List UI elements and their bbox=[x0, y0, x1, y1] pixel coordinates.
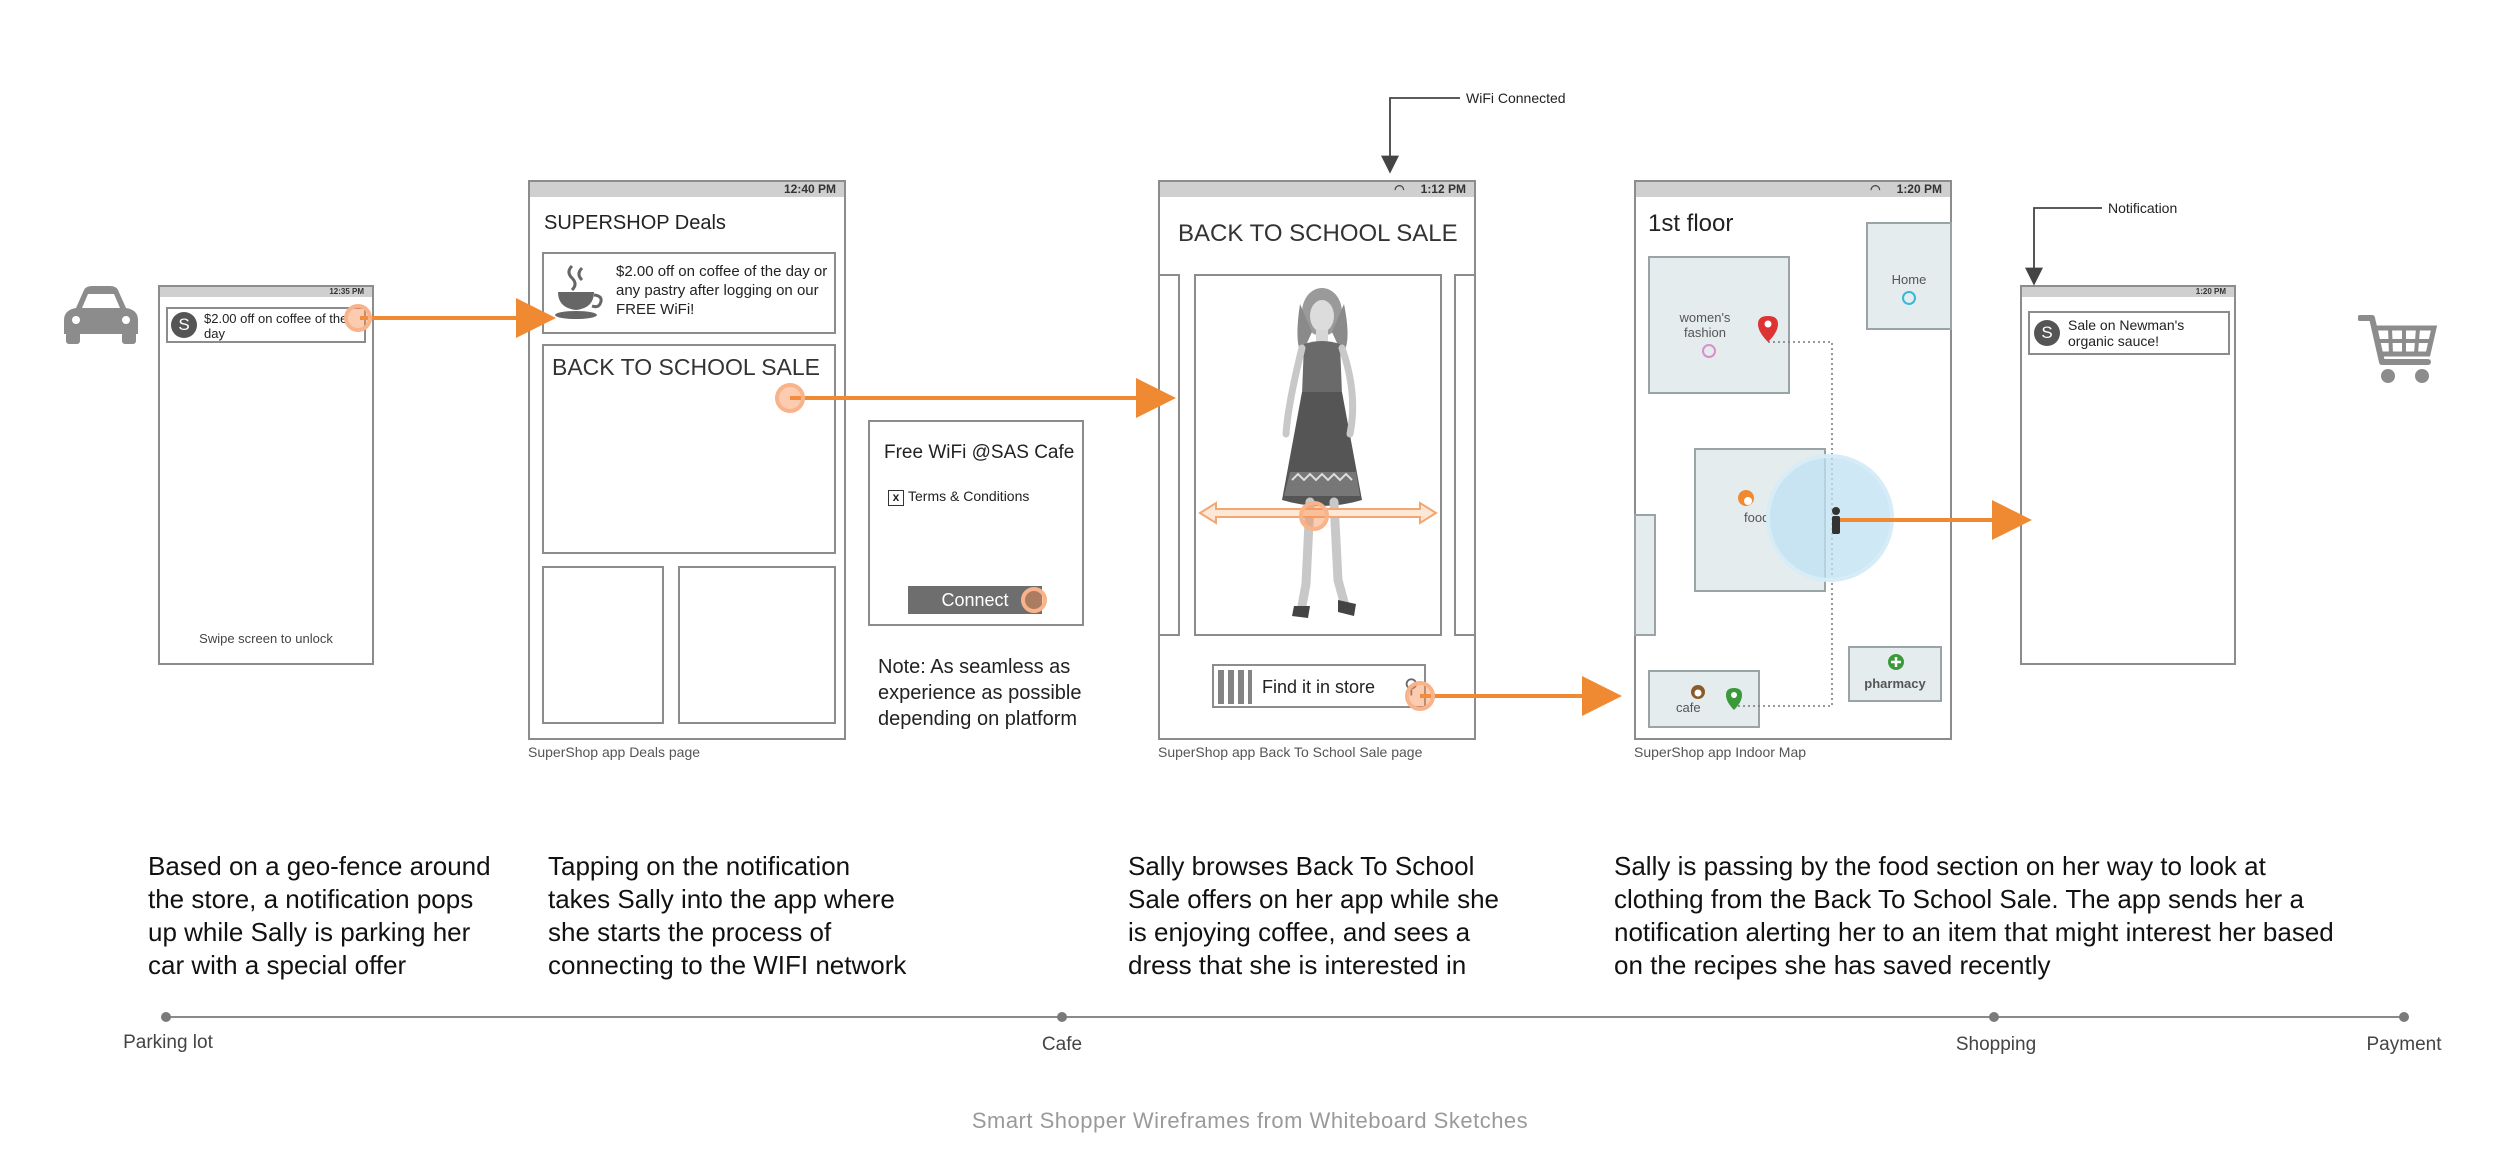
sale-caption: SuperShop app Back To School Sale page bbox=[1158, 744, 1423, 760]
car-icon bbox=[64, 286, 138, 344]
push-notification[interactable]: S Sale on Newman's organic sauce! bbox=[2028, 311, 2230, 355]
lock-hint: Swipe screen to unlock bbox=[199, 631, 333, 646]
zone-home[interactable]: Home bbox=[1866, 222, 1952, 330]
avatar: S bbox=[2034, 320, 2060, 346]
notification-text: $2.00 off on coffee of the day bbox=[204, 311, 348, 341]
zone-womens-label: women's fashion bbox=[1679, 310, 1731, 340]
floor-title: 1st floor bbox=[1648, 210, 1734, 237]
status-time: 1:12 PM bbox=[1420, 182, 1466, 196]
notification-text: Sale on Newman's organic sauce! bbox=[2068, 317, 2185, 349]
location-pin-icon bbox=[1726, 316, 1778, 710]
shopping-cart-icon bbox=[2358, 315, 2438, 383]
sale-banner[interactable]: BACK TO SCHOOL SALE bbox=[542, 344, 836, 554]
footer-title: Smart Shopper Wireframes from Whiteboard… bbox=[971, 1108, 1529, 1133]
timeline-label-payment: Payment bbox=[2366, 1034, 2442, 1055]
zone-home-label: Home bbox=[1891, 272, 1927, 287]
story-tapping: Tapping on the notification takes Sally … bbox=[548, 851, 907, 980]
coffee-offer-card[interactable]: $2.00 off on coffee of the day or any pa… bbox=[542, 252, 836, 334]
connect-button[interactable]: Connect bbox=[908, 586, 1042, 614]
sale-title: BACK TO SCHOOL SALE bbox=[1178, 220, 1458, 247]
terms-checkbox[interactable]: x bbox=[888, 490, 904, 506]
timeline-stop bbox=[2399, 1012, 2409, 1022]
tap-indicator bbox=[1299, 501, 1329, 531]
wifi-dialog-title: Free WiFi @SAS Cafe bbox=[884, 442, 1075, 463]
map-caption: SuperShop app Indoor Map bbox=[1634, 744, 1807, 760]
status-time: 1:20 PM bbox=[2195, 287, 2226, 296]
deal-tile-left[interactable] bbox=[542, 566, 664, 724]
lock-screen-phone: 12:35 PM S $2.00 off on coffee of the da… bbox=[158, 285, 374, 665]
tap-indicator bbox=[1021, 587, 1047, 613]
carousel-prev-card[interactable] bbox=[1158, 274, 1180, 636]
push-notification[interactable]: S $2.00 off on coffee of the day bbox=[166, 307, 366, 343]
home-marker-icon bbox=[1902, 291, 1916, 305]
qr-code-icon bbox=[1218, 670, 1252, 704]
tap-indicator bbox=[775, 383, 805, 413]
timeline-stop bbox=[1057, 1012, 1067, 1022]
timeline-label-shopping: Shopping bbox=[1955, 1034, 2037, 1055]
story-passing: Sally is passing by the food section on … bbox=[1614, 851, 2334, 980]
zone-side bbox=[1634, 514, 1656, 636]
find-in-store-label: Find it in store bbox=[1262, 677, 1376, 697]
notification-annotation: Notification bbox=[2108, 200, 2178, 216]
status-bar: 1:20 PM bbox=[2022, 287, 2234, 297]
timeline-label-parking: Parking lot bbox=[123, 1032, 213, 1053]
coffee-offer-text: $2.00 off on coffee of the day or any pa… bbox=[616, 263, 828, 318]
model-photo bbox=[1282, 288, 1362, 618]
deals-caption: SuperShop app Deals page bbox=[528, 744, 701, 760]
wifi-icon: ◠ bbox=[1870, 182, 1881, 196]
wifi-icon: ◠ bbox=[1394, 182, 1405, 196]
tap-indicator bbox=[344, 304, 372, 332]
platform-note: Note: As seamless as experience as possi… bbox=[878, 656, 1082, 730]
wifi-dialog: Free WiFi @SAS Cafe x Terms & Conditions… bbox=[868, 420, 1084, 626]
map-phone: ◠1:20 PM 1st floor women's fashion Home … bbox=[1634, 180, 1952, 740]
product-card[interactable] bbox=[1194, 274, 1442, 636]
deals-phone: 12:40 PM SUPERSHOP Deals $2.00 off on co… bbox=[528, 180, 846, 740]
zone-pharmacy-label: pharmacy bbox=[1864, 676, 1926, 691]
status-time: 12:40 PM bbox=[783, 182, 836, 196]
person-icon bbox=[1832, 507, 1840, 534]
status-bar: ◠ 1:20 PM bbox=[1636, 182, 1950, 197]
coffee-cup-icon bbox=[555, 264, 603, 319]
timeline-label-cafe: Cafe bbox=[1041, 1034, 1083, 1055]
carousel-next-card[interactable] bbox=[1454, 274, 1476, 636]
sale-banner-title: BACK TO SCHOOL SALE bbox=[552, 354, 821, 380]
map-overlay bbox=[1691, 316, 1904, 710]
wifi-connected-annotation: WiFi Connected bbox=[1466, 90, 1566, 106]
avatar: S bbox=[171, 312, 197, 338]
status-time: 12:35 PM bbox=[329, 287, 364, 296]
annotation-line-wifi bbox=[1381, 97, 1460, 174]
timeline-stop bbox=[161, 1012, 171, 1022]
status-bar: 12:40 PM bbox=[530, 182, 844, 197]
status-bar: 12:35 PM bbox=[160, 287, 372, 297]
story-parking: Based on a geo-fence around the store, a… bbox=[148, 851, 491, 980]
deals-title: SUPERSHOP Deals bbox=[544, 212, 726, 234]
deal-tile-right[interactable] bbox=[678, 566, 836, 724]
zone-food-label: food bbox=[1744, 510, 1770, 525]
timeline-stop bbox=[1989, 1012, 1999, 1022]
find-in-store-button[interactable]: Find it in store ⚲ bbox=[1212, 664, 1426, 708]
status-bar: ◠ 1:12 PM bbox=[1160, 182, 1474, 197]
terms-label: Terms & Conditions bbox=[908, 488, 1030, 504]
status-time: 1:20 PM bbox=[1896, 182, 1942, 196]
sale-phone: ◠ 1:12 PM BACK TO SCHOOL SALE Find it in … bbox=[1158, 180, 1476, 740]
story-browsing: Sally browses Back To School Sale offers… bbox=[1128, 851, 1499, 980]
final-phone: 1:20 PM S Sale on Newman's organic sauce… bbox=[2020, 285, 2236, 665]
timeline-line bbox=[166, 1016, 2404, 1018]
tap-indicator bbox=[1405, 681, 1435, 711]
zone-cafe-label: cafe bbox=[1676, 700, 1701, 715]
womens-marker-icon bbox=[1702, 344, 1716, 358]
annotation-line-notification bbox=[2025, 207, 2102, 286]
